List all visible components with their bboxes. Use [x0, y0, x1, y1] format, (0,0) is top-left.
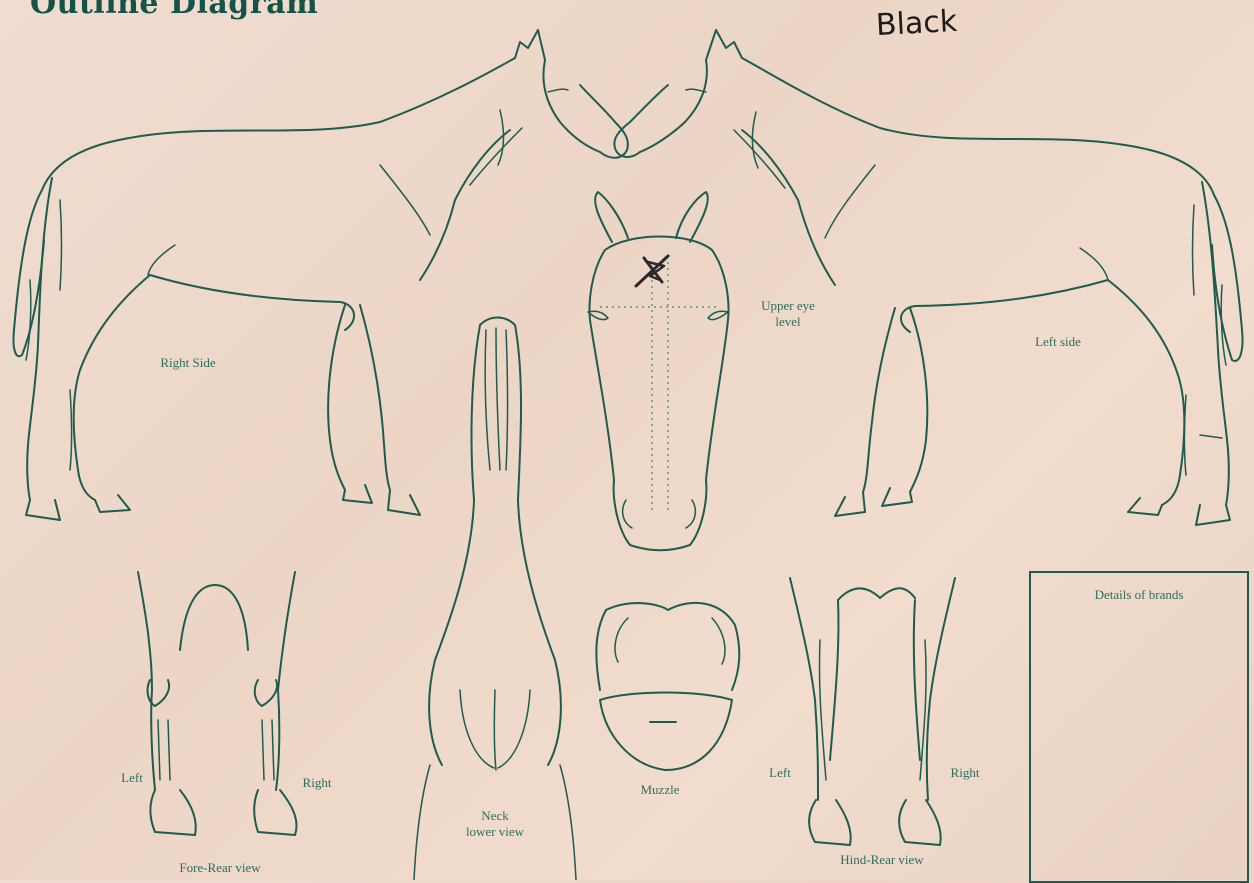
neck-label-line1: Neck: [481, 808, 508, 823]
fore-rear-view-outline: [138, 572, 297, 835]
hind-left-label: Left: [760, 765, 800, 781]
brands-details-title: Details of brands: [1031, 587, 1247, 603]
brands-details-box: Details of brands: [1029, 571, 1249, 883]
neck-lower-view-label: Neck lower view: [440, 808, 550, 840]
upper-eye-level-line2: level: [775, 314, 800, 329]
hind-right-label: Right: [940, 765, 990, 781]
fore-left-label: Left: [112, 770, 152, 786]
muzzle-outline: [596, 603, 739, 770]
right-side-horse-outline: [13, 30, 627, 520]
hind-rear-view-outline: [790, 578, 955, 845]
neck-lower-view-outline: [414, 318, 576, 881]
front-head-outline: [588, 192, 728, 550]
fore-right-label: Right: [292, 775, 342, 791]
neck-label-line2: lower view: [466, 824, 524, 839]
fore-rear-view-label: Fore-Rear view: [160, 860, 280, 876]
upper-eye-level-label: Upper eye level: [738, 298, 838, 330]
hind-rear-view-label: Hind-Rear view: [812, 852, 952, 868]
left-side-label: Left side: [1008, 334, 1108, 350]
muzzle-label: Muzzle: [620, 782, 700, 798]
right-side-label: Right Side: [138, 355, 238, 371]
upper-eye-level-line1: Upper eye: [761, 298, 815, 313]
